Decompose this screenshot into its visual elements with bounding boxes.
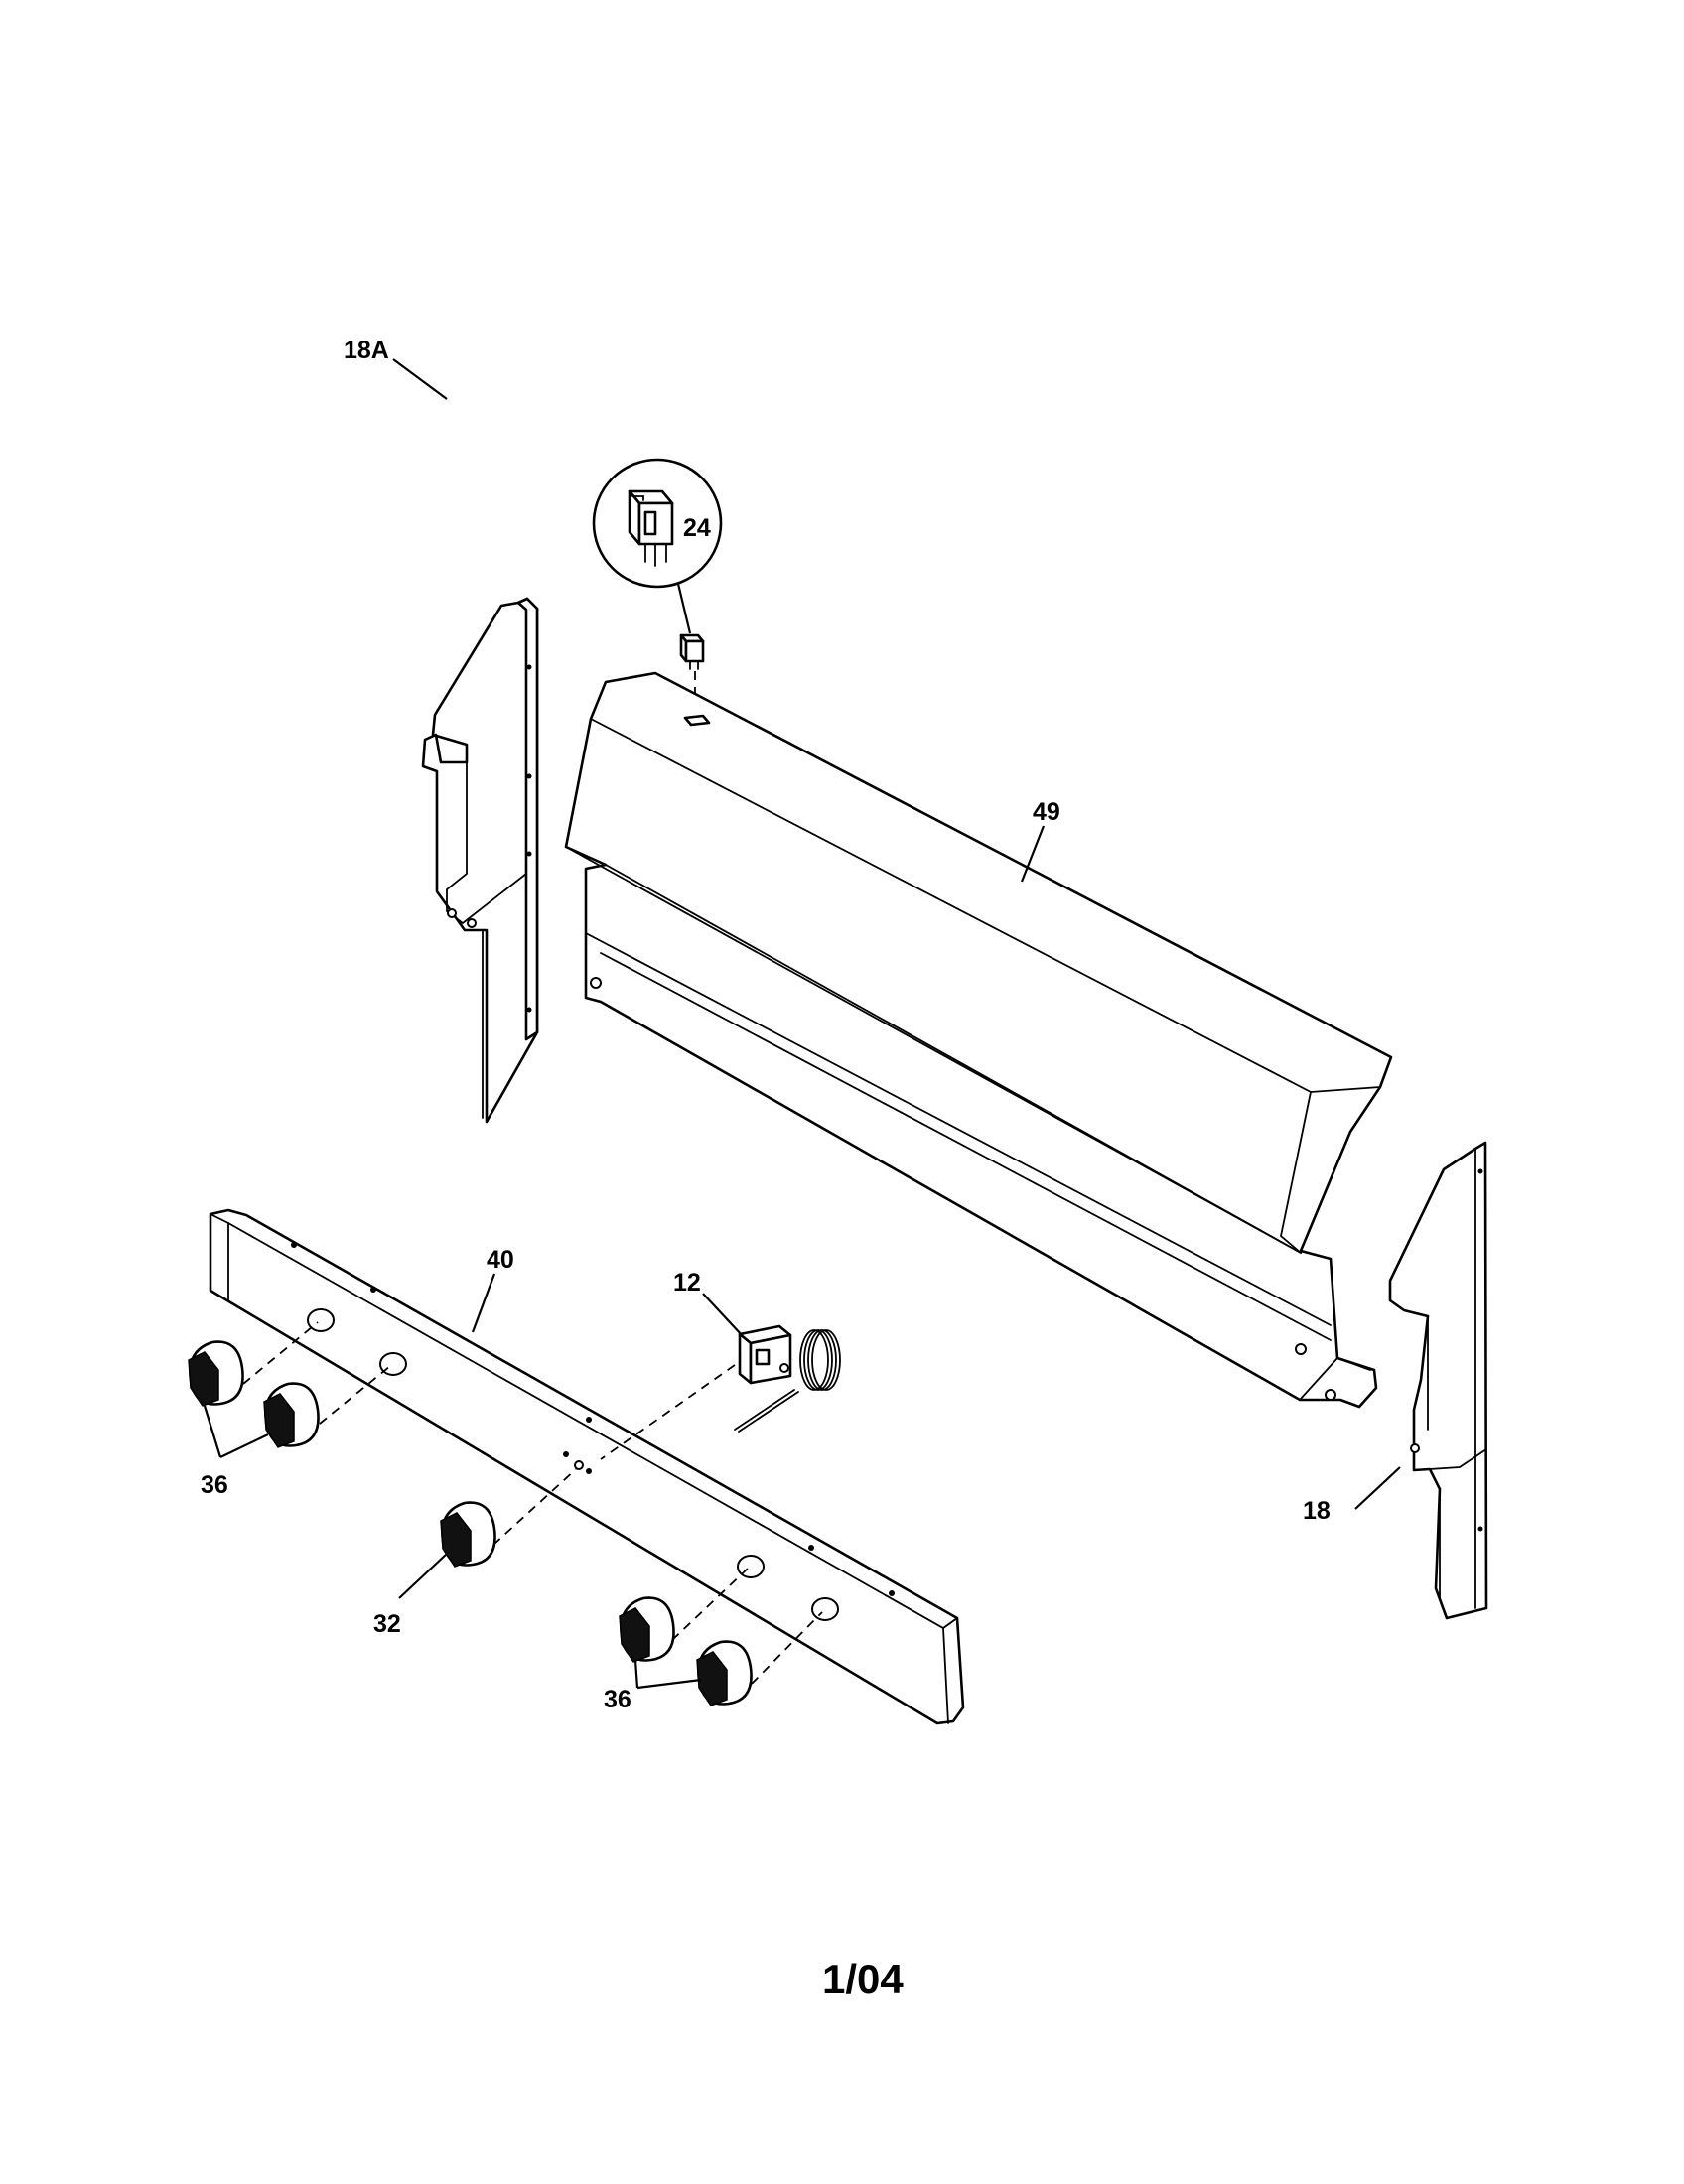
knob-4: [619, 1568, 749, 1663]
callout-18: 18: [1303, 1497, 1331, 1525]
callout-18a: 18A: [344, 337, 389, 364]
callout-36-left: 36: [201, 1471, 228, 1499]
callout-12: 12: [673, 1269, 701, 1297]
knob-3: [440, 1468, 577, 1568]
switch-detail-callout: 24: [592, 458, 723, 634]
knob-5: [696, 1611, 823, 1706]
knob-2: [263, 1365, 391, 1448]
callout-36-right: 36: [604, 1686, 632, 1713]
control-panel: [209, 1208, 965, 1725]
callout-24: 24: [683, 514, 711, 542]
callout-49: 49: [1033, 798, 1060, 826]
callout-40: 40: [487, 1246, 514, 1274]
side-trim-right: [1388, 1141, 1488, 1620]
thermostat: [600, 1324, 841, 1460]
side-trim-left: [421, 597, 539, 1124]
page-code: 1/04: [822, 1956, 904, 2002]
callout-32: 32: [373, 1610, 401, 1638]
backguard-panel: [564, 671, 1393, 1409]
knob-1: [188, 1321, 319, 1407]
